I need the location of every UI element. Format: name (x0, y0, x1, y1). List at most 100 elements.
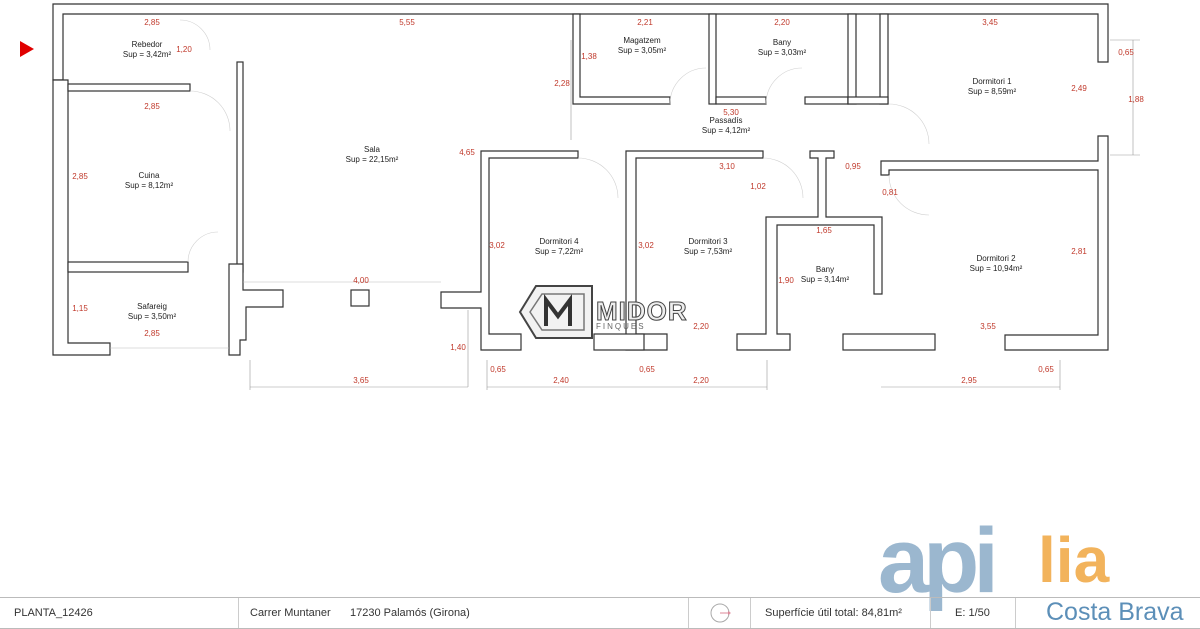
room-sala: Sala Sup = 22,15m² (346, 145, 399, 164)
room-area: Sup = 3,50m² (128, 312, 177, 321)
dimension-label: 2,85 (72, 172, 88, 181)
aplalia-logo-a: api (878, 510, 999, 612)
column-living (350, 289, 370, 307)
dimension-label: 1,90 (778, 276, 794, 285)
dimension-label: 2,85 (144, 18, 160, 27)
dimension-label: 5,30 (723, 108, 739, 117)
room-name: Dormitori 3 (688, 237, 728, 246)
wall-bath2 (736, 150, 883, 351)
room-area: Sup = 10,94m² (970, 264, 1023, 273)
dimension-label: 4,00 (353, 276, 369, 285)
room-dormitori-1: Dormitori 1 Sup = 8,59m² (968, 77, 1017, 96)
wall-shaft (847, 13, 857, 105)
wall-bath1-bottom-b (804, 96, 849, 105)
dimension-label: 1,65 (816, 226, 832, 235)
dimension-label: 2,28 (554, 79, 570, 88)
wall-shaft-b (879, 13, 889, 105)
dimension-label: 2,20 (693, 376, 709, 385)
room-dormitori-3: Dormitori 3 Sup = 7,53m² (684, 237, 733, 256)
dimension-label: 0,65 (490, 365, 506, 374)
dimension-label: 2,20 (693, 322, 709, 331)
room-name: Magatzem (623, 36, 661, 45)
wall-storage-right (708, 13, 717, 105)
room-area: Sup = 22,15m² (346, 155, 399, 164)
dimension-label: 1,88 (1128, 95, 1144, 104)
dimension-label: 1,02 (750, 182, 766, 191)
room-area: Sup = 3,42m² (123, 50, 172, 59)
room-name: Cuina (139, 171, 160, 180)
dimension-label: 0,95 (845, 162, 861, 171)
room-name: Dormitori 1 (972, 77, 1012, 86)
dimension-label: 2,95 (961, 376, 977, 385)
room-name: Bany (773, 38, 791, 47)
dimension-label: 3,02 (638, 241, 654, 250)
room-safareig: Safareig Sup = 3,50m² (128, 302, 177, 321)
room-name: Rebedor (132, 40, 163, 49)
plan-footer: PLANTA_12426 Carrer Muntaner 17230 Palam… (0, 597, 1200, 629)
dimension-label: 0,65 (1118, 48, 1134, 57)
wall-bed3-b (593, 333, 645, 351)
room-cuina: Cuina Sup = 8,12m² (125, 171, 174, 190)
room-area: Sup = 8,59m² (968, 87, 1017, 96)
dimension-label: 1,40 (450, 343, 466, 352)
room-area: Sup = 7,22m² (535, 247, 584, 256)
dimension-label: 5,55 (399, 18, 415, 27)
dimension-label: 1,15 (72, 304, 88, 313)
room-area: Sup = 7,53m² (684, 247, 733, 256)
room-area: Sup = 3,14m² (801, 275, 850, 284)
room-bany-2: Bany Sup = 3,14m² (801, 265, 850, 284)
room-name: Dormitori 2 (976, 254, 1016, 263)
room-dormitori-2: Dormitori 2 Sup = 10,94m² (970, 254, 1023, 273)
dimension-label: 3,55 (980, 322, 996, 331)
dimension-label: 3,02 (489, 241, 505, 250)
dimension-label: 3,65 (353, 376, 369, 385)
dimension-label: 2,81 (1071, 247, 1087, 256)
total-surface: Superfície útil total: 84,81m² (765, 607, 902, 619)
aplalia-subtitle: Costa Brava (1046, 598, 1184, 626)
dimension-label: 4,65 (459, 148, 475, 157)
plan-scale: E: 1/50 (955, 607, 990, 619)
room-passadis: Passadís Sup = 4,12m² (702, 116, 751, 135)
wall-kitchen-bottom (67, 261, 189, 273)
aplalia-logo-b: lia (1038, 524, 1110, 596)
street-address: Carrer Muntaner (250, 607, 331, 619)
room-area: Sup = 3,03m² (758, 48, 807, 57)
room-name: Safareig (137, 302, 167, 311)
room-area: Sup = 8,12m² (125, 181, 174, 190)
room-name: Bany (816, 265, 834, 274)
room-area: Sup = 3,05m² (618, 46, 667, 55)
dimension-label: 3,45 (982, 18, 998, 27)
room-rebedor: Rebedor Sup = 3,42m² (123, 40, 172, 59)
dimension-label: 2,40 (553, 376, 569, 385)
wall-bath2-bottom (842, 333, 936, 351)
dimension-label: 0,65 (1038, 365, 1054, 374)
entrance-arrow-icon (20, 41, 34, 57)
midor-wordmark: MIDOR (596, 296, 688, 327)
dimension-label: 2,21 (637, 18, 653, 27)
room-name: Dormitori 4 (539, 237, 579, 246)
dimension-label: 2,85 (144, 102, 160, 111)
midor-logo-icon (518, 285, 593, 339)
room-area: Sup = 4,12m² (702, 126, 751, 135)
room-name: Passadís (710, 116, 743, 125)
dimension-label: 1,38 (581, 52, 597, 61)
compass-icon (710, 603, 731, 623)
wall-bed4-corner (440, 150, 579, 351)
wall-left (52, 79, 111, 356)
room-magatzem: Magatzem Sup = 3,05m² (618, 36, 667, 55)
wall-kitchen-top (67, 83, 191, 92)
dimension-label: 1,20 (176, 45, 192, 54)
dimension-label: 0,81 (882, 188, 898, 197)
wall-living-left (236, 61, 244, 273)
wall-shaft-bottom (847, 96, 889, 105)
dimension-label: 2,85 (144, 329, 160, 338)
midor-subtitle: FINQUES (596, 322, 646, 331)
room-dormitori-4: Dormitori 4 Sup = 7,22m² (535, 237, 584, 256)
plan-code: PLANTA_12426 (14, 607, 93, 619)
wall-bath1-bottom-a (715, 96, 767, 105)
dimension-label: 3,10 (719, 162, 735, 171)
wall-storage (572, 13, 671, 105)
city-address: 17230 Palamós (Girona) (350, 607, 470, 619)
dimension-label: 0,65 (639, 365, 655, 374)
